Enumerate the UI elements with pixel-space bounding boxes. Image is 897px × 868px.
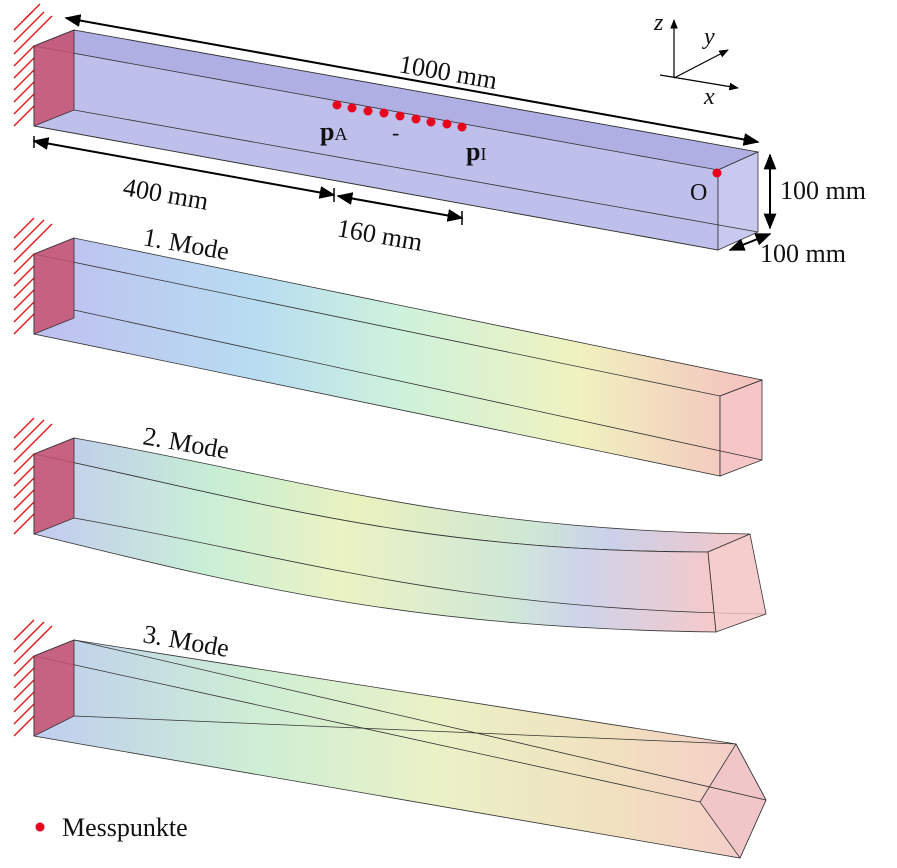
length-label: 1000 mm (397, 49, 499, 95)
measure-point (426, 117, 436, 127)
clamp-hatch-top (13, 3, 53, 127)
measure-point (363, 106, 373, 116)
mode-1-beam (13, 217, 764, 477)
origin-label: O (690, 180, 707, 206)
legend: Messpunkte (35, 813, 188, 842)
measure-point (332, 100, 342, 110)
measure-point (347, 103, 357, 113)
legend-marker (35, 822, 45, 832)
span-label: 160 mm (335, 213, 425, 256)
mode-2-beam (13, 417, 767, 633)
axis-y-label: y (702, 24, 715, 50)
measure-point (411, 114, 421, 124)
measure-point (379, 108, 389, 118)
axis-z-label: z (653, 10, 664, 36)
point-separator: - (392, 120, 399, 145)
dimension-lines (32, 14, 777, 251)
mode-3-beam (13, 619, 767, 859)
width-label: 100 mm (760, 239, 846, 268)
clamp-hatch-mode1 (13, 217, 53, 335)
measure-point (442, 119, 452, 129)
axis-x-label: x (703, 84, 715, 110)
legend-label: Messpunkte (62, 813, 188, 842)
origin-point (712, 168, 722, 178)
undeformed-beam (13, 3, 760, 251)
coordinate-axes (659, 19, 739, 91)
measure-point (457, 122, 467, 132)
clamp-hatch-mode3 (13, 619, 53, 737)
clamp-hatch-mode2 (13, 417, 53, 535)
offset-label: 400 mm (121, 172, 211, 215)
height-label: 100 mm (780, 176, 866, 205)
clamp-face (33, 29, 75, 127)
